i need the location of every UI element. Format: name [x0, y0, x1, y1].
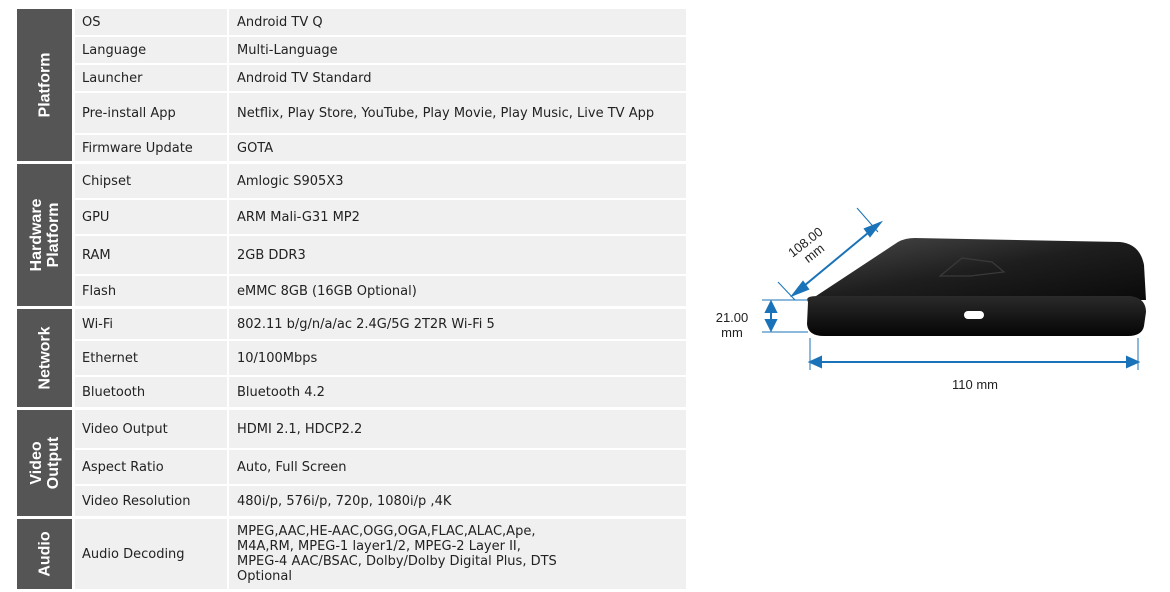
- spec-value-text: Multi-Language: [237, 42, 338, 58]
- spec-value-text: eMMC 8GB (16GB Optional): [237, 283, 417, 299]
- spec-key: RAM: [82, 247, 111, 263]
- spec-row: GPU ARM Mali-G31 MP2: [75, 200, 686, 234]
- spec-row: Aspect Ratio Auto, Full Screen: [75, 450, 686, 484]
- spec-value: Auto, Full Screen: [227, 450, 686, 484]
- spec-value: Android TV Standard: [227, 65, 686, 91]
- spec-row: Ethernet 10/100Mbps: [75, 341, 686, 375]
- group-label-text: Audio: [36, 531, 53, 577]
- group-label: Network: [17, 309, 72, 407]
- spec-value-text: Auto, Full Screen: [237, 459, 347, 475]
- logo-icon: [938, 257, 1006, 277]
- spec-value: Android TV Q: [227, 9, 686, 35]
- spec-value-text: HDMI 2.1, HDCP2.2: [237, 421, 363, 437]
- spec-row: Pre-install App Netflix, Play Store, YouT…: [75, 93, 686, 133]
- spec-value-text: Android TV Q: [237, 14, 323, 30]
- spec-key: GPU: [82, 209, 110, 225]
- spec-value-text: Android TV Standard: [237, 70, 372, 86]
- spec-row: OS Android TV Q: [75, 9, 686, 35]
- group-rows: Audio Decoding MPEG,AAC,HE-AAC,OGG,OGA,FL…: [75, 519, 686, 589]
- spec-key: Flash: [82, 283, 117, 299]
- spec-value: 480i/p, 576i/p, 720p, 1080i/p ,4K: [227, 486, 686, 516]
- spec-row: Video Resolution 480i/p, 576i/p, 720p, 10…: [75, 486, 686, 516]
- spec-value: GOTA: [227, 135, 686, 161]
- spec-row: Language Multi-Language: [75, 37, 686, 63]
- spec-key: Ethernet: [82, 350, 138, 366]
- spec-value: eMMC 8GB (16GB Optional): [227, 276, 686, 306]
- spec-row: RAM 2GB DDR3: [75, 236, 686, 274]
- spec-value: Bluetooth 4.2: [227, 377, 686, 407]
- spec-group: Platform OS Android TV Q Language Multi-Lang…: [17, 9, 686, 161]
- spec-key: Aspect Ratio: [82, 459, 164, 475]
- spec-value: Multi-Language: [227, 37, 686, 63]
- tv-box-image: [762, 207, 1146, 370]
- spec-value: HDMI 2.1, HDCP2.2: [227, 410, 686, 448]
- spec-row: Wi-Fi 802.11 b/g/n/a/ac 2.4G/5G 2T2R Wi-F…: [75, 309, 686, 339]
- spec-group: Audio Audio Decoding MPEG,AAC,HE-AAC,OGG,O…: [17, 519, 686, 589]
- spec-row: Bluetooth Bluetooth 4.2: [75, 377, 686, 407]
- spec-key: Video Resolution: [82, 493, 191, 509]
- spec-row: Flash eMMC 8GB (16GB Optional): [75, 276, 686, 306]
- spec-value: 2GB DDR3: [227, 236, 686, 274]
- spec-key: Chipset: [82, 173, 132, 189]
- spec-key: Launcher: [82, 70, 143, 86]
- spec-row: Firmware Update GOTA: [75, 135, 686, 161]
- spec-key: Video Output: [82, 421, 168, 437]
- led-indicator: [964, 311, 984, 319]
- spec-value: Netflix, Play Store, YouTube, Play Movie…: [227, 93, 686, 133]
- spec-value-text: 802.11 b/g/n/a/ac 2.4G/5G 2T2R Wi-Fi 5: [237, 316, 495, 332]
- spec-row: Launcher Android TV Standard: [75, 65, 686, 91]
- spec-value-text: 2GB DDR3: [237, 247, 306, 263]
- spec-key: Bluetooth: [82, 384, 146, 400]
- spec-value-text: Bluetooth 4.2: [237, 384, 325, 400]
- spec-key: OS: [82, 14, 101, 30]
- spec-row: Chipset Amlogic S905X3: [75, 164, 686, 198]
- group-label-text: Platform: [36, 52, 53, 118]
- spec-row: Video Output HDMI 2.1, HDCP2.2: [75, 410, 686, 448]
- spec-value-text: 480i/p, 576i/p, 720p, 1080i/p ,4K: [237, 493, 452, 509]
- spec-value-text: Amlogic S905X3: [237, 173, 344, 189]
- width-dimension-line: [807, 338, 1141, 370]
- spec-key: Pre-install App: [82, 105, 176, 121]
- group-label: Platform: [17, 9, 72, 161]
- spec-group: Network Wi-Fi 802.11 b/g/n/a/ac 2.4G/5G 2T…: [17, 309, 686, 407]
- spec-key: Wi-Fi: [82, 316, 114, 332]
- spec-value: 10/100Mbps: [227, 341, 686, 375]
- spec-row: Audio Decoding MPEG,AAC,HE-AAC,OGG,OGA,FL…: [75, 519, 686, 589]
- spec-value-text: GOTA: [237, 140, 274, 156]
- spec-value: MPEG,AAC,HE-AAC,OGG,OGA,FLAC,ALAC,Ape, M…: [227, 519, 564, 589]
- height-dimension-line: [762, 299, 808, 333]
- spec-value-text: MPEG,AAC,HE-AAC,OGG,OGA,FLAC,ALAC,Ape, M…: [237, 524, 557, 584]
- spec-value: Amlogic S905X3: [227, 164, 686, 198]
- spec-key: Audio Decoding: [82, 546, 185, 562]
- group-label-text: Network: [36, 326, 53, 390]
- spec-key: Language: [82, 42, 147, 58]
- width-label: 110 mm: [952, 377, 998, 392]
- spec-table: Platform OS Android TV Q Language Multi-Lang…: [17, 9, 686, 592]
- group-label: Audio: [17, 519, 72, 589]
- spec-value-text: ARM Mali-G31 MP2: [237, 209, 360, 225]
- spec-value: ARM Mali-G31 MP2: [227, 200, 686, 234]
- spec-value-text: Netflix, Play Store, YouTube, Play Movie…: [237, 105, 655, 121]
- depth-dimension-line: [777, 207, 884, 301]
- spec-key: Firmware Update: [82, 140, 193, 156]
- spec-value: 802.11 b/g/n/a/ac 2.4G/5G 2T2R Wi-Fi 5: [227, 309, 686, 339]
- group-rows: Wi-Fi 802.11 b/g/n/a/ac 2.4G/5G 2T2R Wi-F…: [75, 309, 686, 407]
- spec-value-text: 10/100Mbps: [237, 350, 318, 366]
